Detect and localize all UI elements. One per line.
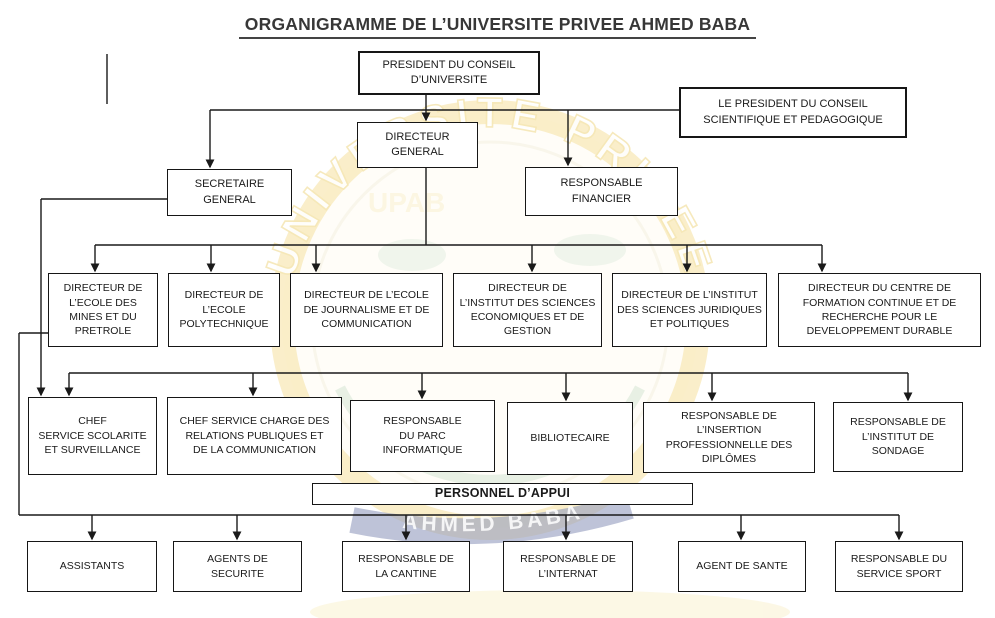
node-directeur-institut-sciences-economiques: DIRECTEUR DE L’INSTITUT DES SCIENCES ECO… [453, 273, 602, 347]
node-responsable-service-sport: RESPONSABLE DU SERVICE SPORT [835, 541, 963, 592]
node-responsable-cantine: RESPONSABLE DE LA CANTINE [342, 541, 470, 592]
node-directeur-institut-sciences-juridiques: DIRECTEUR DE L’INSTITUT DES SCIENCES JUR… [612, 273, 767, 347]
node-directeur-ecole-journalisme: DIRECTEUR DE L’ECOLE DE JOURNALISME ET D… [290, 273, 443, 347]
node-directeur-ecole-polytechnique: DIRECTEUR DE L’ECOLE POLYTECHNIQUE [168, 273, 280, 347]
chart-title-wrap: ORGANIGRAMME DE L’UNIVERSITE PRIVEE AHME… [0, 14, 995, 39]
node-personnel-appui-banner: PERSONNEL D’APPUI [312, 483, 693, 505]
node-responsable-institut-sondage: RESPONSABLE DE L’INSTITUT DE SONDAGE [833, 402, 963, 472]
node-responsable-parc-informatique: RESPONSABLE DU PARC INFORMATIQUE [350, 400, 495, 472]
node-assistants: ASSISTANTS [27, 541, 157, 592]
node-president-conseil-universite: PRESIDENT DU CONSEIL D’UNIVERSITE [358, 51, 540, 95]
node-directeur-centre-formation-continue: DIRECTEUR DU CENTRE DE FORMATION CONTINU… [778, 273, 981, 347]
node-chef-service-relations-publiques: CHEF SERVICE CHARGE DES RELATIONS PUBLIQ… [167, 397, 342, 475]
node-agent-sante: AGENT DE SANTE [678, 541, 806, 592]
node-responsable-financier: RESPONSABLE FINANCIER [525, 167, 678, 216]
node-secretaire-general: SECRETAIRE GENERAL [167, 169, 292, 216]
chart-title: ORGANIGRAMME DE L’UNIVERSITE PRIVEE AHME… [238, 14, 757, 39]
node-president-conseil-scientifique: LE PRESIDENT DU CONSEIL SCIENTIFIQUE ET … [679, 87, 907, 138]
node-directeur-general: DIRECTEUR GENERAL [357, 122, 478, 168]
node-responsable-insertion-professionnelle: RESPONSABLE DE L’INSERTION PROFESSIONNEL… [643, 402, 815, 473]
node-agents-securite: AGENTS DE SECURITE [173, 541, 302, 592]
node-responsable-internat: RESPONSABLE DE L’INTERNAT [503, 541, 633, 592]
node-chef-service-scolarite: CHEF SERVICE SCOLARITE ET SURVEILLANCE [28, 397, 157, 475]
node-bibliotecaire: BIBLIOTECAIRE [507, 402, 633, 475]
node-directeur-ecole-mines-petrole: DIRECTEUR DE L’ECOLE DES MINES ET DU PRE… [48, 273, 158, 347]
watermark-monogram: UPAB [368, 187, 445, 218]
